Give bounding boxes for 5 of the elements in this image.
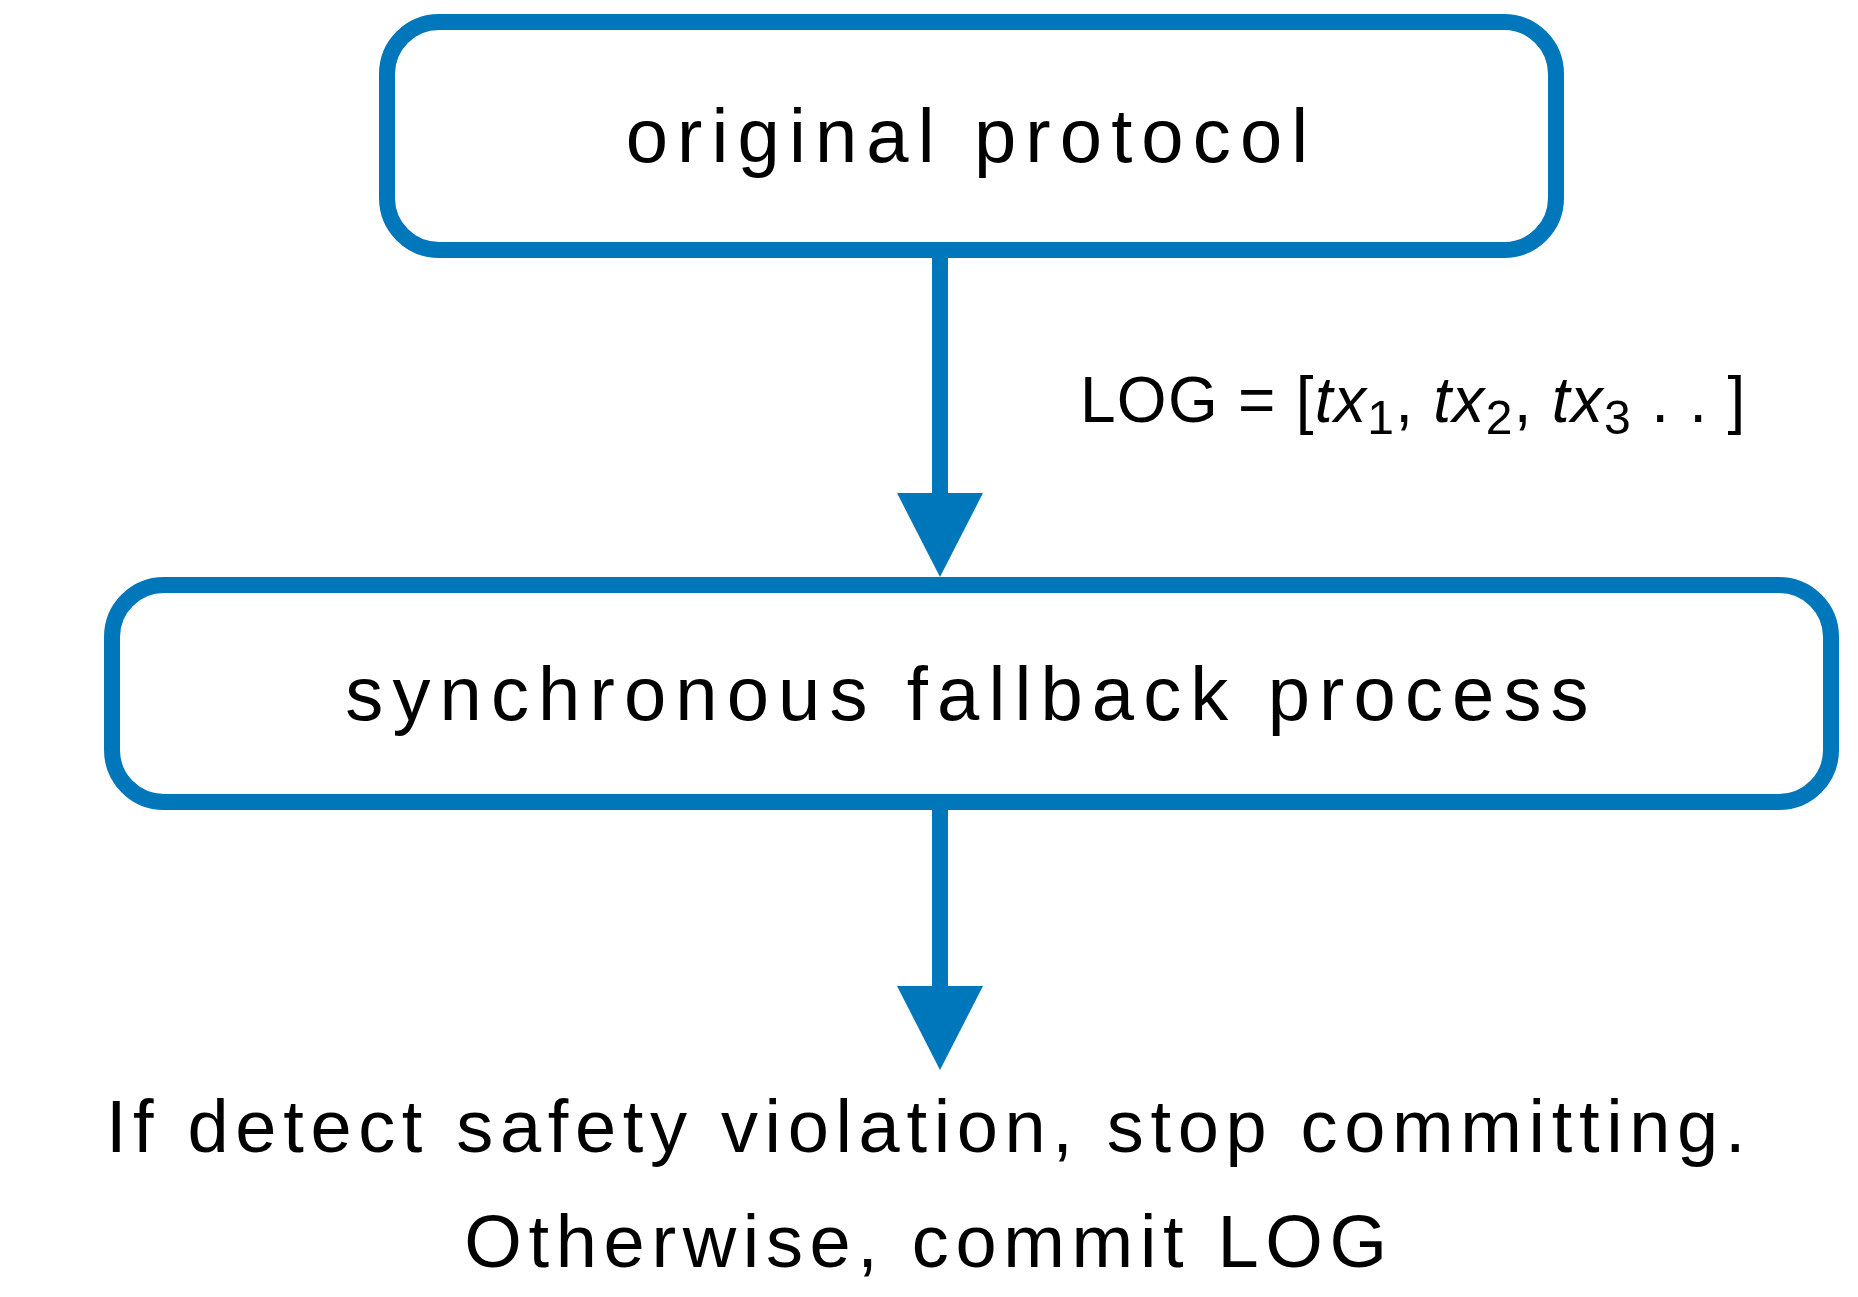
- arrow: [897, 810, 983, 1070]
- process-box: [379, 14, 1564, 258]
- process-box: [104, 577, 1839, 810]
- arrow: [897, 258, 983, 577]
- result-text: If detect safety violation, stop committing. Otherwise, commit LOG: [104, 1084, 1754, 1285]
